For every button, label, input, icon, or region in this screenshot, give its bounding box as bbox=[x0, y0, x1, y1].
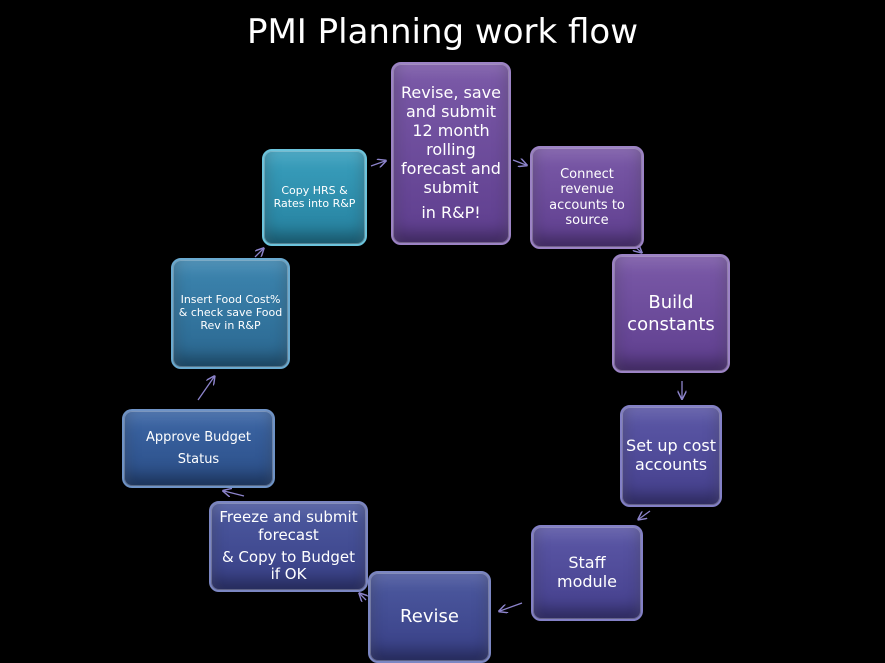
node-freeze-submit: Freeze and submit forecast & Copy to Bud… bbox=[209, 501, 368, 592]
arrow-setup-to-staff bbox=[639, 510, 651, 519]
node-copy-hrs-rates: Copy HRS & Rates into R&P bbox=[262, 149, 367, 246]
node-copy-hrs-rates-text: Copy HRS & Rates into R&P bbox=[273, 183, 356, 210]
arrow-revise-to-freeze bbox=[360, 594, 366, 600]
node-insert-food-cost: Insert Food Cost% & check save Food Rev … bbox=[171, 258, 290, 369]
node-approve-budget-text-2: Status bbox=[177, 451, 220, 467]
node-setup-cost-accounts: Set up cost accounts bbox=[620, 405, 722, 507]
node-revise-submit-forecast-text-2: in R&P! bbox=[421, 202, 481, 222]
node-revise-submit-forecast-text: Revise, save and submit 12 month rolling… bbox=[401, 83, 501, 197]
node-approve-budget: Approve Budget Status bbox=[122, 409, 275, 488]
arrow-copy-to-revise bbox=[370, 161, 385, 166]
node-insert-food-cost-text: Insert Food Cost% & check save Food Rev … bbox=[178, 293, 283, 332]
node-connect-revenue: Connect revenue accounts to source bbox=[530, 146, 644, 249]
node-build-constants-text: Build constants bbox=[627, 292, 715, 335]
node-freeze-submit-text: Freeze and submit forecast bbox=[219, 508, 358, 544]
node-setup-cost-accounts-text: Set up cost accounts bbox=[626, 436, 716, 474]
node-revise-submit-forecast: Revise, save and submit 12 month rolling… bbox=[391, 62, 511, 245]
arrow-freeze-to-approve bbox=[224, 491, 245, 496]
node-revise-text: Revise bbox=[400, 606, 459, 628]
node-staff-module-text: Staff module bbox=[557, 553, 617, 591]
arrow-revise-to-connect bbox=[512, 160, 526, 165]
node-approve-budget-text: Approve Budget bbox=[146, 430, 251, 446]
node-staff-module: Staff module bbox=[531, 525, 643, 621]
page-title: PMI Planning work flow bbox=[246, 12, 639, 52]
node-connect-revenue-text: Connect revenue accounts to source bbox=[549, 166, 625, 228]
node-freeze-submit-text-2: & Copy to Budget if OK bbox=[221, 547, 356, 584]
node-revise: Revise bbox=[368, 571, 491, 663]
node-build-constants: Build constants bbox=[612, 254, 730, 373]
arrow-staff-to-revise bbox=[500, 602, 523, 611]
arrow-approve-to-food bbox=[197, 377, 214, 401]
arrow-food-to-copy bbox=[254, 249, 263, 258]
